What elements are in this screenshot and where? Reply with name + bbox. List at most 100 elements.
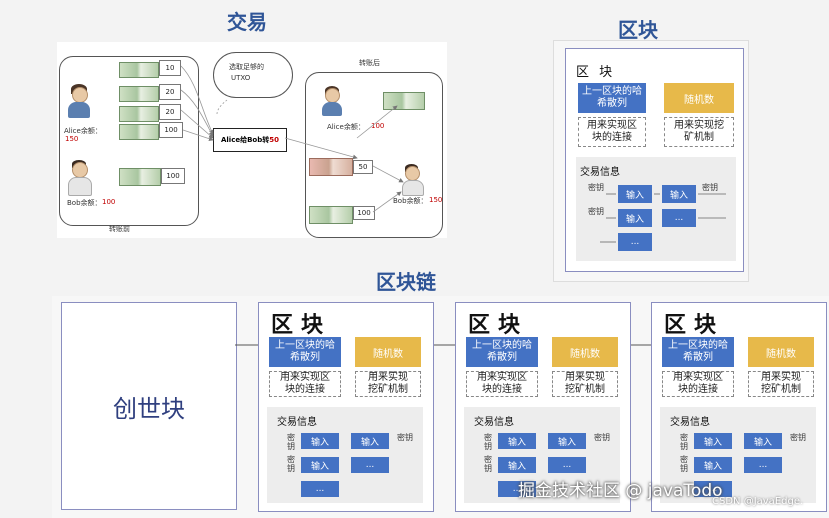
- key-label: 密钥: [702, 183, 718, 192]
- genesis-block: 创世块: [61, 302, 237, 510]
- bill-value: 100: [353, 206, 375, 220]
- key-label: 密钥: [484, 455, 492, 473]
- chain-block: 区块 上一区块的哈希散列 随机数 用来实现区块的连接 用来实现挖矿机制 交易信息…: [651, 302, 827, 512]
- nonce-note: 用来实现挖矿机制: [355, 371, 421, 397]
- bob-avatar: [67, 160, 92, 196]
- input-cell: 输入: [351, 433, 389, 449]
- prev-hash-cell: 上一区块的哈希散列: [662, 337, 734, 367]
- tx-info-label: 交易信息: [670, 417, 710, 428]
- prev-hash-note: 用来实现区块的连接: [662, 371, 734, 397]
- watermark-sub: CSDN @JavaEdge.: [712, 496, 804, 507]
- alice-avatar: [67, 84, 91, 118]
- alice-after-label: Alice余额：: [327, 123, 365, 131]
- alice-balance-label: Alice余额：: [64, 127, 102, 135]
- cloud-text: 选取足够的: [229, 63, 264, 71]
- chain-block-title: 区块: [468, 313, 529, 338]
- input-cell: 输入: [498, 457, 536, 473]
- prev-hash-note: 用来实现区块的连接: [578, 117, 646, 147]
- input-cell: 输入: [662, 185, 696, 203]
- key-label: 密钥: [287, 455, 295, 473]
- bill-value: 20: [159, 84, 181, 100]
- nonce-cell: 随机数: [355, 337, 421, 367]
- prev-hash-note: 用来实现区块的连接: [466, 371, 538, 397]
- ellipsis-cell: ...: [301, 481, 339, 497]
- block-title: 区块: [618, 18, 658, 42]
- bill-20: [119, 86, 159, 102]
- bob-balance-value: 100: [102, 198, 116, 206]
- bill-value: 50: [353, 160, 373, 174]
- tx-arrows: [600, 193, 726, 243]
- key-label: 密钥: [588, 183, 604, 192]
- after-transfer-label: 转账后: [359, 59, 380, 67]
- tx-info-zone: 交易信息 密钥 输入 输入 密钥 密钥 输入 ... ...: [576, 157, 736, 261]
- nonce-cell: 随机数: [748, 337, 814, 367]
- bob-after-value: 150: [429, 196, 443, 204]
- chain-block: 区块 上一区块的哈希散列 随机数 用来实现区块的连接 用来实现挖矿机制 交易信息…: [258, 302, 434, 512]
- cloud-text: UTXO: [231, 74, 251, 82]
- ellipsis-cell: ...: [618, 233, 652, 251]
- block-detail-title: 区 块: [576, 65, 616, 80]
- tx-info-zone: 交易信息 密钥 输入 输入 密钥 密钥 输入 ... ...: [660, 407, 816, 503]
- key-label: 密钥: [287, 433, 295, 451]
- input-cell: 输入: [618, 209, 652, 227]
- bill-20: [119, 106, 159, 122]
- bill-value: 100: [159, 122, 183, 138]
- key-label: 密钥: [484, 433, 492, 451]
- nonce-cell: 随机数: [664, 83, 734, 113]
- ellipsis-cell: ...: [744, 457, 782, 473]
- transaction-arrows: [180, 65, 404, 213]
- key-label: 密钥: [594, 433, 610, 442]
- nonce-note: 用来实现挖矿机制: [552, 371, 618, 397]
- bill-50: [309, 158, 353, 176]
- chain-block-title: 区块: [664, 313, 725, 338]
- key-label: 密钥: [680, 455, 688, 473]
- alice-after-value: 100: [371, 122, 385, 130]
- input-cell: 输入: [498, 433, 536, 449]
- bill-10: [119, 62, 159, 78]
- bob-balance-label: Bob余额：: [67, 199, 102, 207]
- chain-block-title: 区块: [271, 313, 332, 338]
- input-cell: 输入: [694, 433, 732, 449]
- watermark: 掘金技术社区 @ javaTodo: [518, 481, 723, 501]
- key-label: 密钥: [588, 207, 604, 216]
- input-cell: 输入: [618, 185, 652, 203]
- bill-100: [119, 124, 159, 140]
- nonce-note: 用来实现挖矿机制: [664, 117, 734, 147]
- bill-value: 100: [161, 168, 185, 184]
- ellipsis-cell: ...: [662, 209, 696, 227]
- prev-hash-cell: 上一区块的哈希散列: [269, 337, 341, 367]
- ellipsis-cell: ...: [694, 481, 732, 497]
- chain-block: 区块 上一区块的哈希散列 随机数 用来实现区块的连接 用来实现挖矿机制 交易信息…: [455, 302, 631, 512]
- prev-hash-note: 用来实现区块的连接: [269, 371, 341, 397]
- nonce-cell: 随机数: [552, 337, 618, 367]
- input-cell: 输入: [301, 457, 339, 473]
- tx-info-zone: 交易信息 密钥 输入 输入 密钥 密钥 输入 ... ...: [267, 407, 423, 503]
- alice-bill-100: [383, 92, 425, 110]
- utxo-cloud: [213, 52, 293, 98]
- transaction-diagram: 转账前 Alice余额： 150 10 20 20 100 Bob余额： 100…: [57, 42, 447, 238]
- key-label: 密钥: [680, 433, 688, 451]
- tx-info-label: 交易信息: [580, 167, 620, 178]
- genesis-label: 创世块: [113, 394, 185, 423]
- tx-info-label: 交易信息: [474, 417, 514, 428]
- input-cell: 输入: [694, 457, 732, 473]
- prev-hash-cell: 上一区块的哈希散列: [466, 337, 538, 367]
- input-cell: 输入: [548, 433, 586, 449]
- key-label: 密钥: [397, 433, 413, 442]
- tx-info-zone: 交易信息 密钥 输入 输入 密钥 密钥 输入 ... ...: [464, 407, 620, 503]
- tx-info-label: 交易信息: [277, 417, 317, 428]
- ellipsis-cell: ...: [548, 457, 586, 473]
- bill-value: 20: [159, 104, 181, 120]
- bill-value: 10: [159, 60, 181, 76]
- alice-avatar: [321, 86, 343, 116]
- transfer-amount: 50: [269, 136, 280, 144]
- bob-avatar: [401, 164, 424, 196]
- input-cell: 输入: [301, 433, 339, 449]
- blockchain-title: 区块链: [376, 270, 436, 294]
- before-transfer-label: 转账前: [109, 225, 130, 233]
- nonce-note: 用来实现挖矿机制: [748, 371, 814, 397]
- bob-bill-100: [309, 206, 353, 224]
- prev-hash-cell: 上一区块的哈希散列: [578, 83, 646, 113]
- transfer-text: Alice给Bob转: [220, 136, 270, 144]
- key-label: 密钥: [790, 433, 806, 442]
